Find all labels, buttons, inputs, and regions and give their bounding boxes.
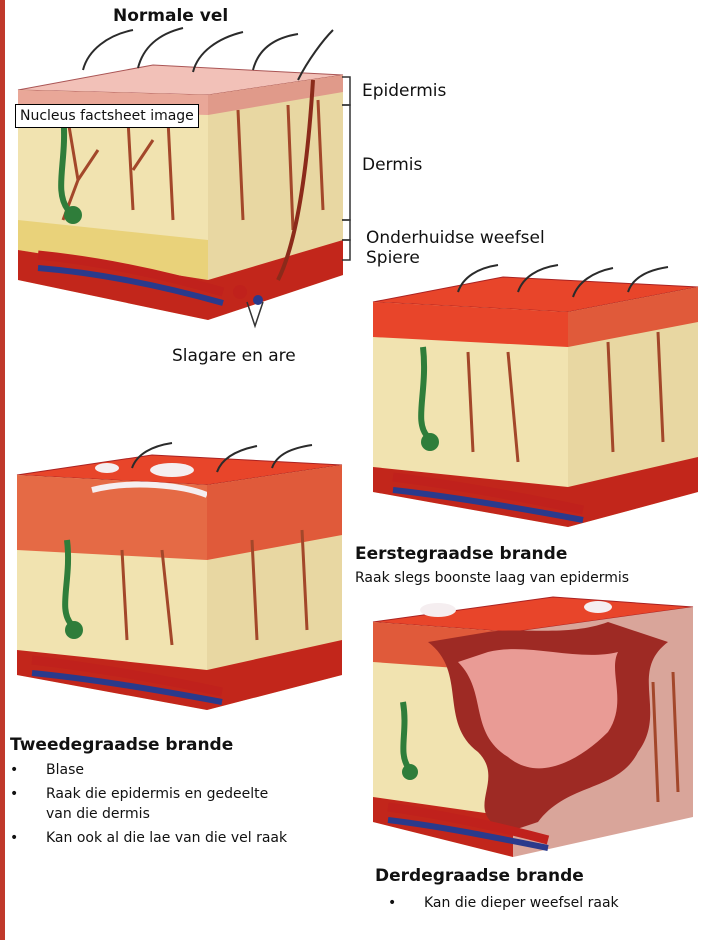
second-degree-title: Tweedegraadse brande [10,735,233,755]
epidermis-label: Epidermis [362,81,446,101]
list-item: Blase [10,760,360,780]
subcutaneous-label: Onderhuidse weefsel [366,228,545,248]
vessels-pointer [245,300,265,330]
second-degree-list: Blase Raak die epidermis en gedeelte van… [10,760,360,848]
first-degree-title: Eerstegraadse brande [355,544,567,564]
left-accent-bar [0,0,5,940]
third-degree-list: Kan die dieper weefsel raak [388,893,718,913]
factsheet-tooltip: Nucleus factsheet image [15,104,199,128]
layer-brackets [340,75,360,265]
normal-skin-diagram [8,20,348,330]
list-item: van die dermis [10,804,360,824]
list-item: Kan ook al die lae van die vel raak [10,828,360,848]
list-item: Raak die epidermis en gedeelte [10,784,360,804]
third-degree-diagram [368,582,698,862]
list-item-continuation: van die dermis [46,806,150,822]
first-degree-diagram [368,262,708,537]
dermis-label: Dermis [362,155,422,175]
vessels-label: Slagare en are [172,346,296,366]
list-item: Kan die dieper weefsel raak [388,893,718,913]
second-degree-diagram [12,440,352,715]
third-degree-title: Derdegraadse brande [375,866,584,886]
